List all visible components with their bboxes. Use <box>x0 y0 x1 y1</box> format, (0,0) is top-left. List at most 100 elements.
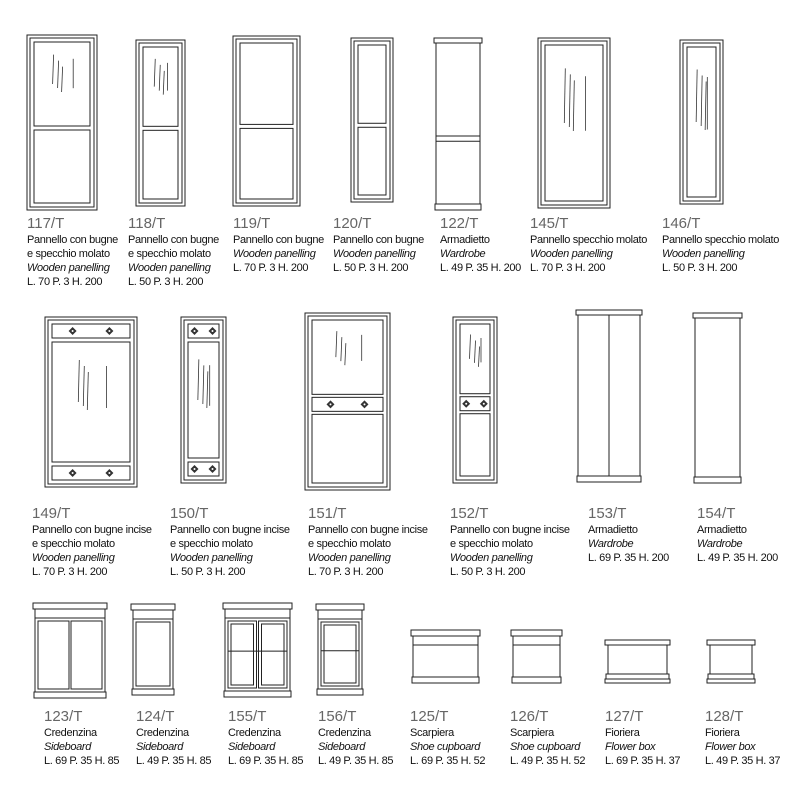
product-name-it: Pannello con bugne incise <box>308 524 428 536</box>
product-drawing <box>692 312 743 484</box>
product-caption: 117/T Pannello con bugne e specchio molato… <box>27 215 118 289</box>
product-dimensions: L. 69 P. 35 H. 37 <box>605 755 681 767</box>
product-image-149-T <box>44 316 138 488</box>
product-caption: 150/T Pannello con bugne incise e specchio… <box>170 505 290 579</box>
product-name-it: Pannello con bugne <box>233 234 324 246</box>
product-code: 127/T <box>605 708 644 725</box>
product-code: 154/T <box>697 505 736 522</box>
product-image-151-T <box>304 312 391 491</box>
product-dimensions: L. 49 P. 35 H. 37 <box>705 755 781 767</box>
product-name-en: Wooden panelling <box>32 552 115 564</box>
product-code: 123/T <box>44 708 83 725</box>
product-name-it: Credenzina <box>136 727 189 739</box>
product-drawing <box>433 37 483 211</box>
product-name-it: Pannello con bugne <box>27 234 118 246</box>
product-name-it: Pannello con bugne incise <box>32 524 152 536</box>
product-dimensions: L. 70 P. 3 H. 200 <box>530 262 606 274</box>
product-dimensions: L. 69 P. 35 H. 200 <box>588 552 669 564</box>
product-name-it: e specchio molato <box>450 538 533 550</box>
product-drawing <box>604 639 671 684</box>
product-name-it: Pannello specchio molato <box>662 234 779 246</box>
product-image-117-T <box>26 34 98 211</box>
product-image-127-T <box>604 639 671 684</box>
product-image-146-T <box>679 39 724 205</box>
product-drawing <box>452 316 498 484</box>
product-code: 117/T <box>27 215 65 232</box>
product-code: 150/T <box>170 505 209 522</box>
product-name-it: e specchio molato <box>170 538 253 550</box>
product-image-155-T <box>222 602 293 698</box>
product-dimensions: L. 70 P. 3 H. 200 <box>32 566 108 578</box>
product-name-en: Sideboard <box>318 741 365 753</box>
product-drawing <box>44 316 138 488</box>
product-dimensions: L. 50 P. 3 H. 200 <box>333 262 409 274</box>
product-dimensions: L. 70 P. 3 H. 200 <box>233 262 309 274</box>
product-code: 118/T <box>128 215 166 232</box>
product-dimensions: L. 49 P. 35 H. 85 <box>136 755 212 767</box>
product-drawing <box>510 629 563 684</box>
product-image-123-T <box>32 602 108 699</box>
product-name-en: Wardrobe <box>440 248 486 260</box>
product-name-it: e specchio molato <box>32 538 115 550</box>
product-name-it: Fioriera <box>605 727 640 739</box>
product-name-it: Pannello con bugne <box>333 234 424 246</box>
product-name-en: Wooden panelling <box>233 248 316 260</box>
product-dimensions: L. 50 P. 3 H. 200 <box>450 566 526 578</box>
product-name-it: Armadietto <box>697 524 747 536</box>
product-name-it: e specchio molato <box>27 248 110 260</box>
product-image-126-T <box>510 629 563 684</box>
product-name-it: Pannello con bugne <box>128 234 219 246</box>
product-name-en: Shoe cupboard <box>510 741 581 753</box>
product-name-it: Armadietto <box>588 524 638 536</box>
product-name-it: e specchio molato <box>128 248 211 260</box>
product-drawing <box>135 39 186 207</box>
product-image-128-T <box>706 639 756 684</box>
product-drawing <box>679 39 724 205</box>
product-name-it: Pannello con bugne incise <box>170 524 290 536</box>
product-name-en: Sideboard <box>44 741 91 753</box>
product-dimensions: L. 49 P. 35 H. 200 <box>440 262 521 274</box>
product-image-154-T <box>692 312 743 484</box>
product-image-153-T <box>575 309 643 483</box>
product-image-122-T <box>433 37 483 211</box>
product-name-en: Sideboard <box>228 741 275 753</box>
product-name-en: Flower box <box>705 741 756 753</box>
product-name-it: Pannello con bugne incise <box>450 524 570 536</box>
product-name-en: Wardrobe <box>697 538 743 550</box>
product-name-en: Sideboard <box>136 741 183 753</box>
product-dimensions: L. 69 P. 35 H. 85 <box>44 755 120 767</box>
product-name-it: Credenzina <box>44 727 97 739</box>
product-code: 125/T <box>410 708 449 725</box>
product-image-145-T <box>537 37 611 209</box>
product-dimensions: L. 50 P. 3 H. 200 <box>128 276 204 288</box>
product-drawing <box>180 316 227 484</box>
product-name-it: Armadietto <box>440 234 490 246</box>
product-name-en: Wooden panelling <box>333 248 416 260</box>
product-drawing <box>350 37 394 203</box>
product-drawing <box>222 602 293 698</box>
product-name-en: Wardrobe <box>588 538 634 550</box>
product-dimensions: L. 70 P. 3 H. 200 <box>308 566 384 578</box>
product-dimensions: L. 50 P. 3 H. 200 <box>662 262 738 274</box>
product-name-en: Wooden panelling <box>450 552 533 564</box>
product-dimensions: L. 50 P. 3 H. 200 <box>170 566 246 578</box>
product-name-it: Scarpiera <box>410 727 454 739</box>
product-code: 128/T <box>705 708 744 725</box>
product-drawing <box>315 603 365 696</box>
product-code: 126/T <box>510 708 549 725</box>
product-drawing <box>304 312 391 491</box>
product-name-it: Credenzina <box>318 727 371 739</box>
product-name-en: Wooden panelling <box>128 262 211 274</box>
product-image-124-T <box>130 603 176 696</box>
